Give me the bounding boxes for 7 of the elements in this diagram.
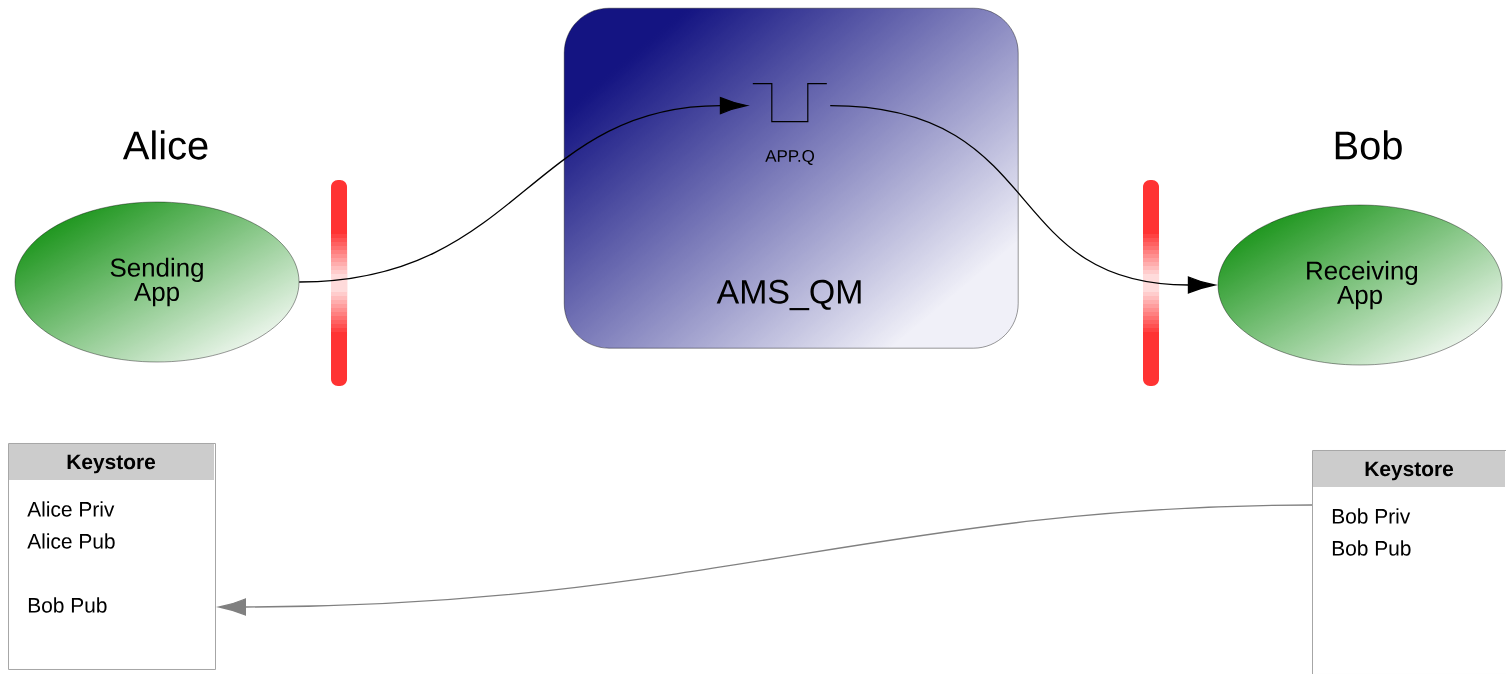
arrow bbox=[829, 104, 1216, 294]
heading: Alice bbox=[122, 130, 208, 160]
keystore-table: Keystore Alice Priv Alice Pub Bob Pub bbox=[8, 443, 216, 670]
arrow bbox=[218, 504, 1313, 616]
keystore-table: Keystore Bob Priv Bob Pub bbox=[1312, 450, 1506, 674]
heading: Bob bbox=[1335, 130, 1402, 160]
arrow bbox=[298, 96, 748, 283]
